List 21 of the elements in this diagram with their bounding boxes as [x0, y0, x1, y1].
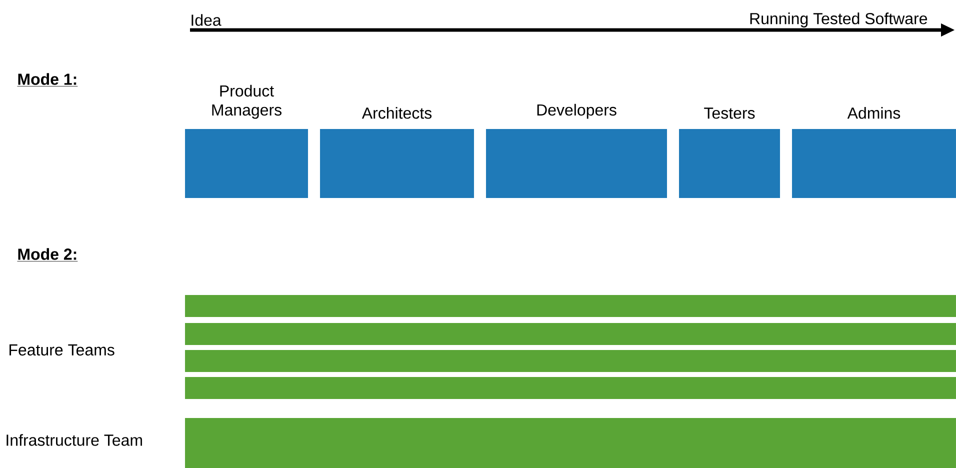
node-label: Developers [537, 104, 616, 119]
team-bar [185, 376, 956, 399]
team-bar [185, 350, 956, 372]
section-heading: Mode 2: [17, 248, 78, 262]
text-label: Feature Teams [10, 344, 114, 356]
node-label: Testers [704, 108, 755, 119]
team-bar [185, 295, 956, 317]
role-box: Developers [486, 104, 667, 198]
section-heading: Mode 1: [17, 73, 78, 86]
node-label: Admins [847, 107, 900, 119]
team-bar [185, 322, 956, 345]
text-label: Running Tested Software [750, 12, 928, 28]
role-box: Product Managers [185, 84, 308, 198]
role-box: Architects [320, 107, 474, 198]
role-box: Testers [679, 108, 780, 198]
node-label: Architects [362, 107, 432, 119]
team-bar [185, 418, 956, 468]
node-label: Product Managers [212, 84, 282, 119]
text-label: Infrastructure Team [6, 434, 142, 446]
role-box: Admins [792, 107, 956, 198]
text-label: Idea [192, 14, 222, 26]
